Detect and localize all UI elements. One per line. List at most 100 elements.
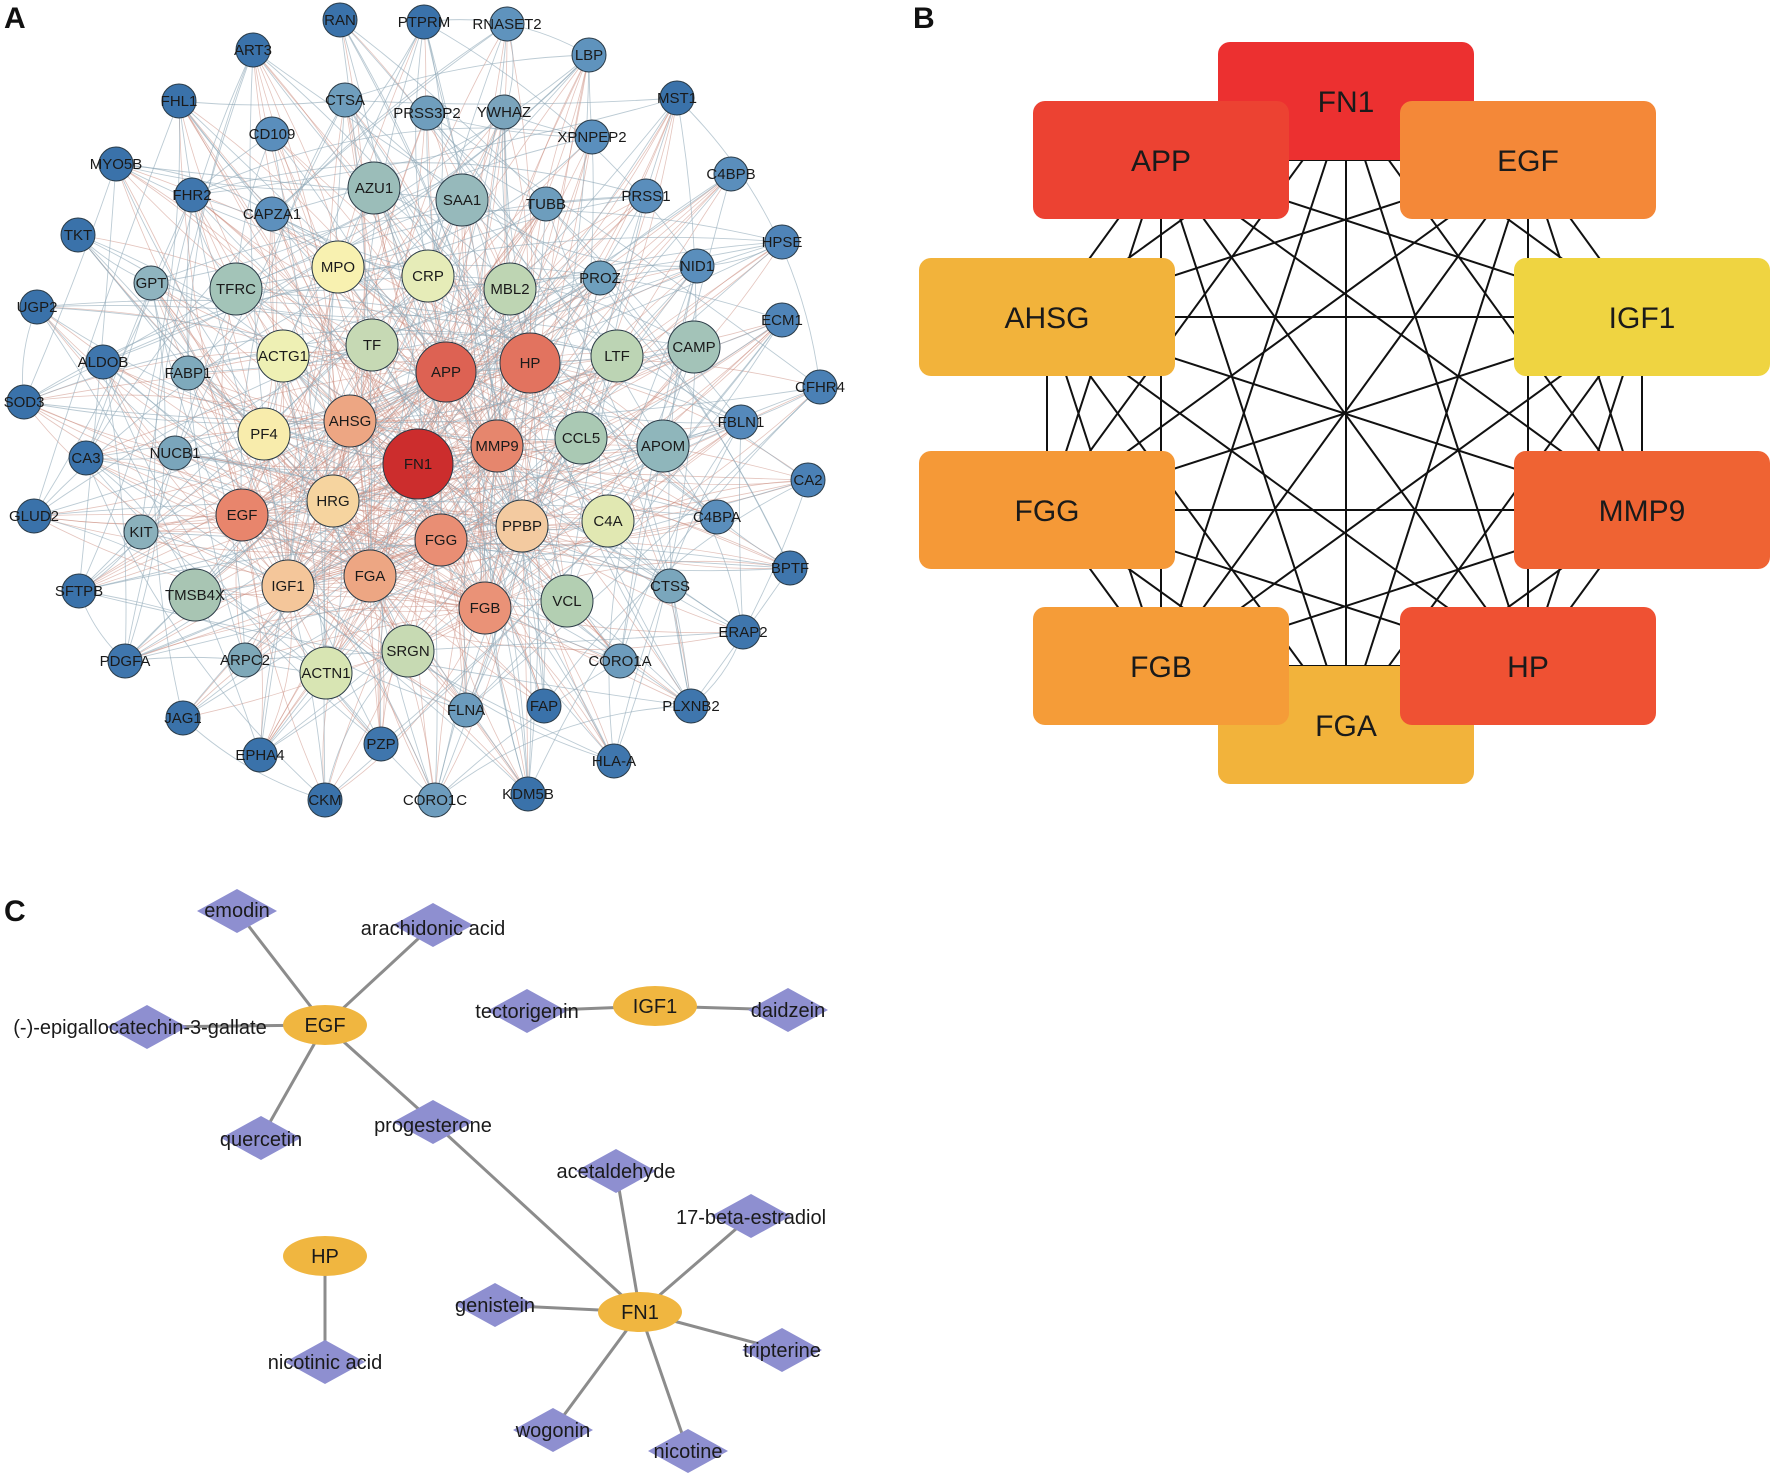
ppi-node-myo5b bbox=[98, 146, 134, 182]
ppi-edge bbox=[150, 282, 326, 801]
ppi-node-label: MPO bbox=[321, 259, 355, 276]
ppi-edge bbox=[235, 288, 334, 502]
ppi-node-label: PDGFA bbox=[100, 653, 151, 670]
ppi-edge bbox=[427, 275, 695, 348]
ppi-edge bbox=[371, 344, 545, 707]
ppi-node-ahsg bbox=[323, 394, 377, 448]
ppi-node-kdm5b bbox=[510, 776, 546, 812]
ppi-node-label: EPHA4 bbox=[235, 747, 284, 764]
drug-node-epigallocatechin-3-gallate bbox=[107, 1005, 187, 1049]
ppi-edge bbox=[102, 361, 351, 422]
ppi-edge bbox=[102, 361, 289, 587]
hub-node-fgb bbox=[1033, 607, 1289, 725]
ppi-node-sftpb bbox=[61, 573, 97, 609]
hub-node-label: APP bbox=[1131, 145, 1191, 178]
hub-node-label: IGF1 bbox=[1609, 302, 1676, 335]
ppi-node-label: ALDOB bbox=[78, 354, 129, 371]
ppi-node-label: PROZ bbox=[579, 270, 621, 287]
ppi-node-c4bpb bbox=[713, 156, 749, 192]
ppi-edge bbox=[78, 100, 181, 592]
ppi-edge bbox=[332, 500, 385, 745]
ppi-node-label: FN1 bbox=[404, 456, 432, 473]
ppi-node-aldob bbox=[85, 344, 121, 380]
ppi-node-pf4 bbox=[237, 407, 291, 461]
ppi-edge bbox=[150, 111, 505, 284]
ppi-node-ugp2 bbox=[19, 289, 55, 325]
drug-node-arachidonic-acid bbox=[393, 903, 473, 947]
ppi-node-label: PZP bbox=[366, 736, 395, 753]
ppi-edge bbox=[36, 306, 334, 502]
ppi-node-label: SOD3 bbox=[4, 394, 45, 411]
ppi-edge bbox=[102, 361, 382, 745]
ppi-edge bbox=[434, 705, 692, 801]
hub-node-label: HP bbox=[1507, 651, 1549, 684]
ppi-edge bbox=[244, 607, 486, 661]
ppi-node-ccl5 bbox=[554, 411, 608, 465]
panel-b-letter: B bbox=[913, 2, 935, 35]
ppi-node-fap bbox=[526, 688, 562, 724]
ppi-node-mmp9 bbox=[470, 419, 524, 473]
ppi-edge bbox=[521, 525, 529, 795]
ppi-node-gpt bbox=[133, 265, 169, 301]
hub-node-label: AHSG bbox=[1004, 302, 1089, 335]
ppi-edge bbox=[417, 173, 732, 465]
ppi-node-label: RAN bbox=[324, 12, 356, 29]
ppi-node-label: PRSS3P2 bbox=[393, 105, 461, 122]
ppi-node-label: NID1 bbox=[680, 258, 714, 275]
ppi-node-label: CA3 bbox=[71, 450, 100, 467]
ppi-edge bbox=[461, 199, 486, 609]
ppi-edge bbox=[545, 203, 664, 447]
ppi-node-label: CCL5 bbox=[562, 430, 600, 447]
ppi-node-igf1 bbox=[261, 559, 315, 613]
ppi-node-egf bbox=[215, 488, 269, 542]
ppi-node-prss1 bbox=[628, 178, 664, 214]
drug-label: 17-beta-estradiol bbox=[676, 1207, 826, 1229]
ppi-node-label: MBL2 bbox=[490, 281, 529, 298]
ppi-edge bbox=[465, 319, 783, 711]
ppi-edge bbox=[36, 306, 582, 439]
ppi-edge bbox=[339, 19, 671, 587]
ppi-node-label: SRGN bbox=[386, 643, 429, 660]
drug-label: tectorigenin bbox=[475, 1001, 578, 1023]
ppi-edge bbox=[78, 54, 590, 592]
target-label: FN1 bbox=[621, 1302, 659, 1324]
ppi-node-label: CTSS bbox=[650, 578, 690, 595]
ppi-node-pdgfa bbox=[107, 643, 143, 679]
hub-edge bbox=[1046, 316, 1347, 726]
ppi-node-prss3p2 bbox=[409, 95, 445, 131]
ppi-edge bbox=[287, 344, 373, 587]
ppi-node-mbl2 bbox=[483, 262, 537, 316]
ppi-edge bbox=[124, 288, 237, 662]
ppi-edge bbox=[323, 99, 346, 801]
target-label: HP bbox=[311, 1246, 339, 1268]
ppi-edge bbox=[440, 173, 732, 541]
ppi-node-camp bbox=[667, 320, 721, 374]
ppi-node-label: MYO5B bbox=[90, 156, 143, 173]
ppi-edge bbox=[339, 19, 547, 205]
ppi-node-arpc2 bbox=[227, 642, 263, 678]
ppi-node-label: YWHAZ bbox=[477, 104, 531, 121]
ppi-node-label: MST1 bbox=[657, 90, 697, 107]
drug-node-progesterone bbox=[393, 1100, 473, 1144]
ppi-node-label: PF4 bbox=[250, 426, 278, 443]
ppi-edge bbox=[187, 49, 254, 374]
ppi-edge bbox=[380, 23, 508, 745]
ppi-edge bbox=[599, 277, 742, 423]
ppi-node-label: CORO1A bbox=[588, 653, 651, 670]
ppi-node-cd109 bbox=[254, 116, 290, 152]
drug-node-nicotinic-acid bbox=[285, 1340, 365, 1384]
ppi-edge bbox=[85, 194, 193, 459]
ppi-edge bbox=[33, 100, 180, 517]
hub-node-fgg bbox=[919, 451, 1175, 569]
ppi-edge bbox=[521, 421, 742, 527]
ppi-edge bbox=[287, 585, 615, 762]
ppi-node-fhr2 bbox=[174, 177, 210, 213]
ppi-edge bbox=[235, 136, 593, 290]
ppi-node-fabp1 bbox=[170, 355, 206, 391]
ppi-edge bbox=[174, 452, 671, 587]
ppi-node-crp bbox=[401, 249, 455, 303]
hub-node-hp bbox=[1400, 607, 1656, 725]
ppi-edge bbox=[373, 187, 498, 447]
ppi-edge bbox=[527, 362, 540, 795]
